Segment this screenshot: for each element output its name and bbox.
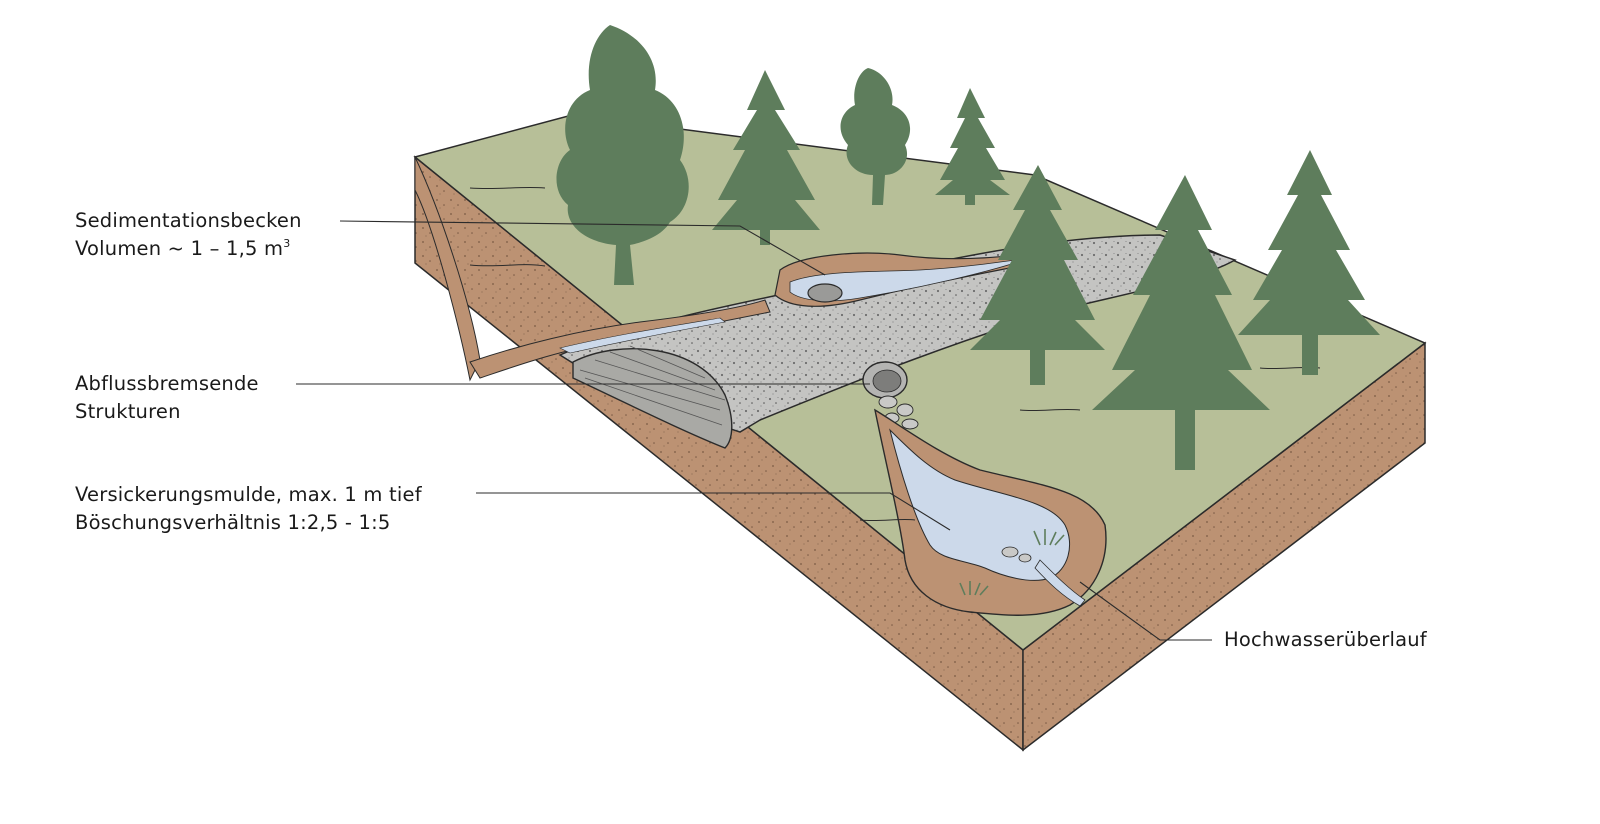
tree-deciduous-large (556, 25, 689, 285)
tree-conifer-4 (1092, 175, 1270, 470)
label-sedimentation-line1: Sedimentationsbecken (75, 209, 302, 232)
culvert-pipe-upper (807, 283, 843, 303)
label-versickerung-line2: Böschungsverhältnis 1:2,5 - 1:5 (75, 511, 391, 534)
soil-edge-left (414, 156, 481, 382)
leader-versickerung (476, 492, 951, 531)
label-hochwasser: Hochwasserüberlauf (1224, 626, 1427, 654)
overflow-channel (1034, 559, 1086, 607)
label-sedimentation: Sedimentationsbecken Volumen ~ 1 – 1,5 m… (75, 207, 302, 263)
swale-grass-tufts (959, 529, 1065, 596)
label-hochwasser-line1: Hochwasserüberlauf (1224, 628, 1427, 651)
leader-hochwasser (1079, 581, 1212, 641)
label-abfluss-line2: Strukturen (75, 400, 181, 423)
tree-conifer-3 (970, 165, 1105, 385)
leader-sedimentation (339, 220, 826, 276)
stone-texture (579, 345, 726, 426)
ditch-water (559, 317, 726, 354)
label-sedimentation-line2: Volumen ~ 1 – 1,5 m3 (75, 237, 291, 260)
tree-deciduous-small (840, 68, 911, 205)
label-abfluss-line1: Abflussbremsende (75, 372, 259, 395)
label-versickerung-line1: Versickerungsmulde, max. 1 m tief (75, 483, 422, 506)
flow-braking-structure (572, 347, 733, 449)
tree-conifer-2 (935, 88, 1010, 205)
label-versickerung: Versickerungsmulde, max. 1 m tief Böschu… (75, 481, 422, 537)
label-abfluss: Abflussbremsende Strukturen (75, 370, 259, 426)
tree-conifer-5 (1238, 150, 1380, 375)
leader-lines (296, 220, 1212, 641)
tree-conifer-1 (712, 70, 820, 245)
